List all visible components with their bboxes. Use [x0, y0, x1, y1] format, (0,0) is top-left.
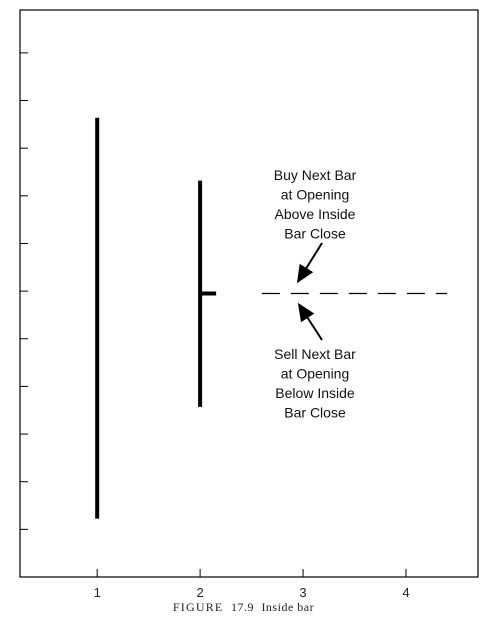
annotation-line: at Opening	[281, 366, 350, 382]
sell-arrow	[297, 302, 323, 341]
annotation-line: Buy Next Bar	[274, 167, 357, 183]
x-axis-ticks: 1 2 3 4	[94, 569, 410, 600]
y-axis-ticks	[20, 52, 28, 530]
annotation-line: Below Inside	[275, 385, 355, 401]
buy-arrow	[296, 242, 323, 284]
figure-caption: FIGURE 17.9 Inside bar	[0, 600, 487, 615]
annotation-line: Above Inside	[275, 206, 356, 222]
x-tick-label: 1	[94, 585, 101, 600]
x-tick-label: 4	[402, 585, 409, 600]
annotation-line: Sell Next Bar	[274, 346, 356, 362]
annotation-line: at Opening	[281, 187, 350, 203]
caption-number: 17.9	[230, 600, 254, 614]
caption-label: FIGURE	[172, 600, 224, 614]
plot-frame	[19, 9, 479, 578]
price-bars	[95, 117, 217, 519]
x-tick-label: 2	[196, 585, 203, 600]
caption-text: Inside bar	[261, 600, 315, 614]
annotation-line: Bar Close	[284, 226, 346, 242]
x-tick-label: 3	[299, 585, 306, 600]
annotation-line: Bar Close	[284, 405, 346, 421]
